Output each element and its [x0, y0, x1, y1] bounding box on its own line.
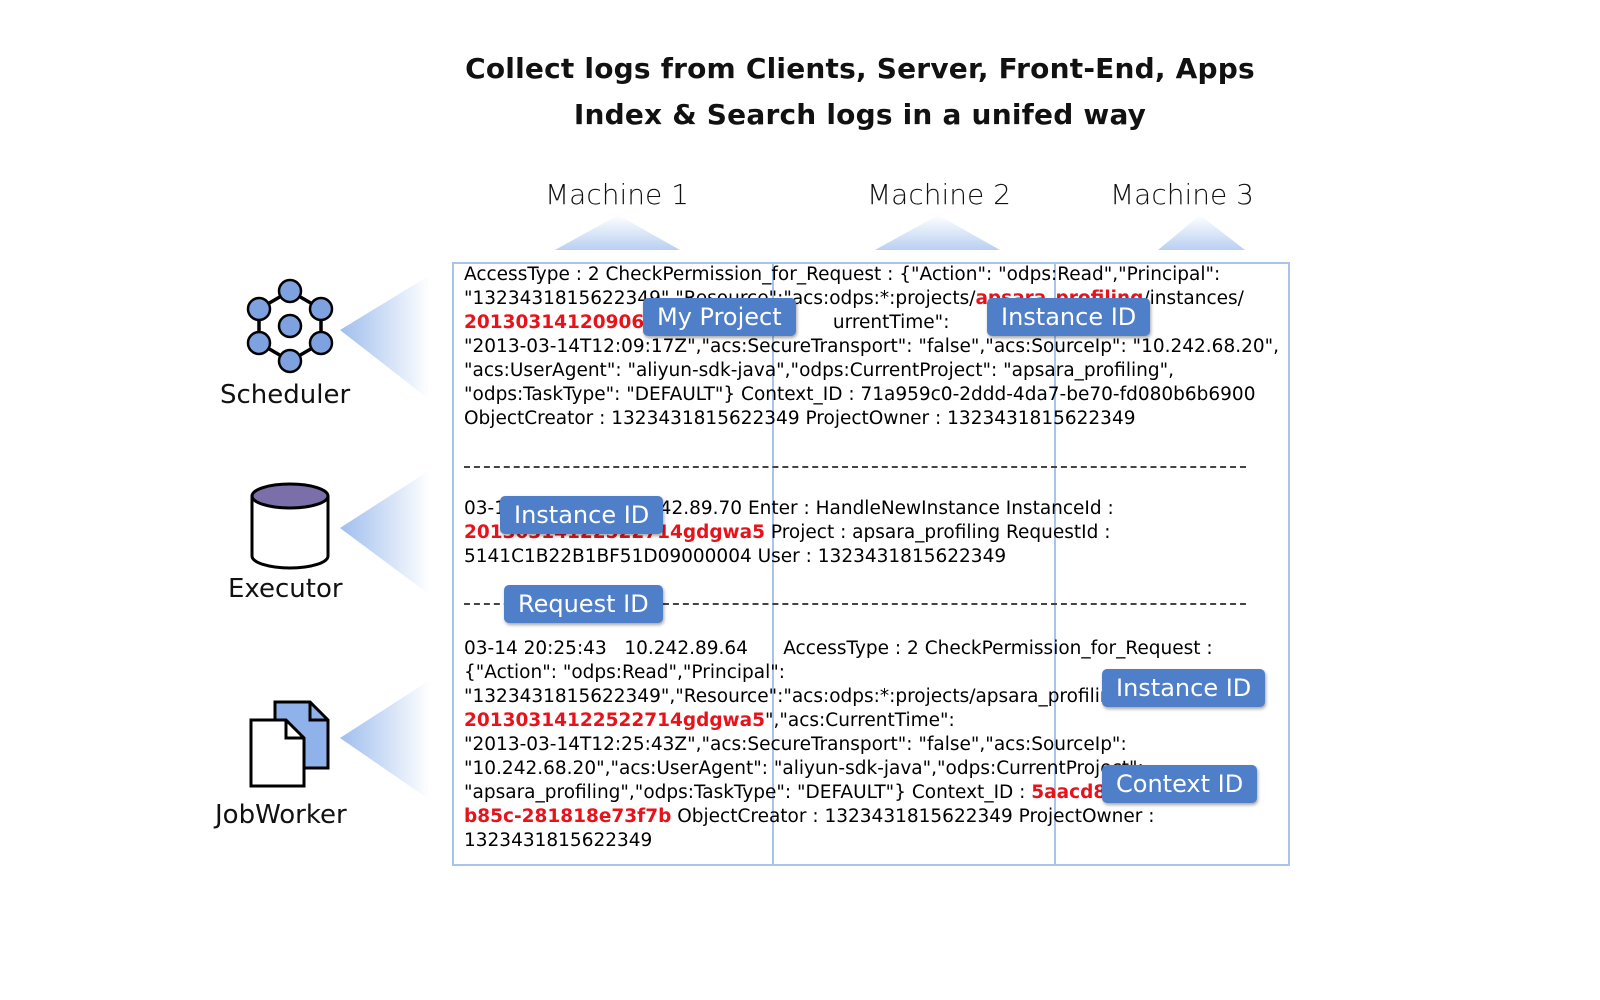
machine1-beam	[555, 215, 680, 250]
my-project-tag: My Project	[643, 298, 796, 336]
jobworker-label: JobWorker	[215, 800, 347, 830]
log-entry-1: AccessType : 2 CheckPermission_for_Reque…	[464, 263, 1279, 431]
log3-line: "2013-03-14T12:25:43Z","acs:SecureTransp…	[464, 734, 1127, 755]
machine3-beam	[1158, 215, 1245, 250]
documents-icon	[249, 700, 330, 788]
log3-line: {"Action": "odps:Read","Principal":	[464, 662, 785, 683]
log3-line: ","acs:CurrentTime":	[765, 710, 955, 731]
log3-line: 03-14 20:25:43 10.242.89.64 AccessType :…	[464, 638, 1213, 659]
log3-line: "1323431815622349","Resource":"acs:odps:…	[464, 686, 1224, 707]
log1-line: ObjectCreator : 1323431815622349 Project…	[464, 408, 1136, 429]
log-panel	[452, 262, 1290, 866]
jobworker-beam	[340, 680, 430, 800]
instance-id-highlight: 20130314120906820	[464, 312, 683, 333]
log1-line: urrentTime":	[832, 312, 950, 333]
instance-id-tag: Instance ID	[987, 298, 1151, 336]
machine-column-divider-1	[772, 262, 774, 866]
network-hub-icon	[246, 278, 334, 374]
machine2-beam	[875, 215, 1000, 250]
instance-id-highlight: 20130314122522714gdgwa5	[464, 710, 766, 731]
log2-line: Project : apsara_profiling RequestId :	[765, 522, 1111, 543]
machine-column-divider-2	[1054, 262, 1056, 866]
log1-line: "odps:TaskType": "DEFAULT"} Context_ID :…	[464, 384, 1256, 405]
instance-id-tag: Instance ID	[1102, 669, 1266, 707]
machine-1-label: Machine 1	[545, 178, 689, 211]
executor-beam	[340, 470, 430, 595]
log-entry-3: 03-14 20:25:43 10.242.89.64 AccessType :…	[464, 637, 1257, 853]
executor-label: Executor	[228, 574, 343, 604]
context-id-highlight: b85c-281818e73f7b	[464, 806, 672, 827]
request-id-tag: Request ID	[504, 585, 663, 623]
log1-line: AccessType : 2 CheckPermission_for_Reque…	[464, 264, 1221, 285]
instance-id-tag: Instance ID	[500, 496, 664, 534]
log-separator	[464, 603, 1246, 605]
log1-line: "acs:UserAgent": "aliyun-sdk-java","odps…	[464, 360, 1174, 381]
log-separator	[464, 466, 1246, 468]
machine-2-label: Machine 2	[867, 178, 1011, 211]
context-id-tag: Context ID	[1102, 765, 1258, 803]
database-cylinder-icon	[250, 482, 330, 570]
scheduler-beam	[340, 275, 430, 400]
log2-line: 5141C1B22B1BF51D09000004 User : 13234318…	[464, 546, 1007, 567]
log3-line: ObjectCreator : 1323431815622349 Project…	[671, 806, 1155, 827]
log3-line: 1323431815622349	[464, 830, 653, 851]
scheduler-label: Scheduler	[220, 380, 351, 410]
machine-3-label: Machine 3	[1110, 178, 1254, 211]
diagram-title-line1: Collect logs from Clients, Server, Front…	[465, 52, 1255, 85]
log1-line: "2013-03-14T12:09:17Z","acs:SecureTransp…	[464, 336, 1280, 357]
log3-line: "apsara_profiling","odps:TaskType": "DEF…	[464, 782, 1032, 803]
diagram-title-line2: Index & Search logs in a unifed way	[573, 98, 1147, 131]
log1-line: /instances/	[1143, 288, 1244, 309]
log3-line: "10.242.68.20","acs:UserAgent": "aliyun-…	[464, 758, 1144, 779]
